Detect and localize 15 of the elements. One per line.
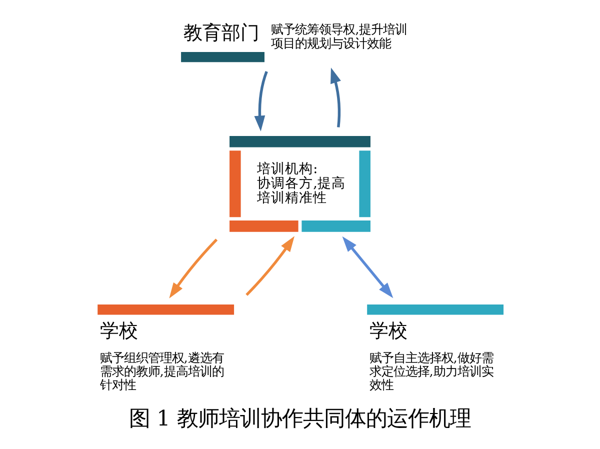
node-box: [181, 52, 264, 62]
arrow: [342, 236, 394, 298]
node-box: [98, 304, 234, 315]
node-label: 赋予自主选择权,做好需求定位选择,助力培训实效性: [369, 350, 494, 392]
arrow: [254, 71, 268, 132]
node-label: 赋予组织管理权,遴选有需求的教师,提高培训的针对性: [100, 350, 224, 392]
arrow: [246, 236, 294, 296]
node-box: [367, 304, 504, 315]
node-label: 学校: [100, 318, 138, 342]
node-label: 赋予统筹领导权,提升培训项目的规划与设计效能: [271, 22, 408, 50]
arrow: [330, 68, 341, 128]
node-label: 教育部门: [183, 21, 260, 44]
node-label: 学校: [369, 318, 408, 342]
caption: 图 1 教师培训协作共同体的运作机理: [128, 406, 472, 432]
arrow: [169, 238, 218, 298]
